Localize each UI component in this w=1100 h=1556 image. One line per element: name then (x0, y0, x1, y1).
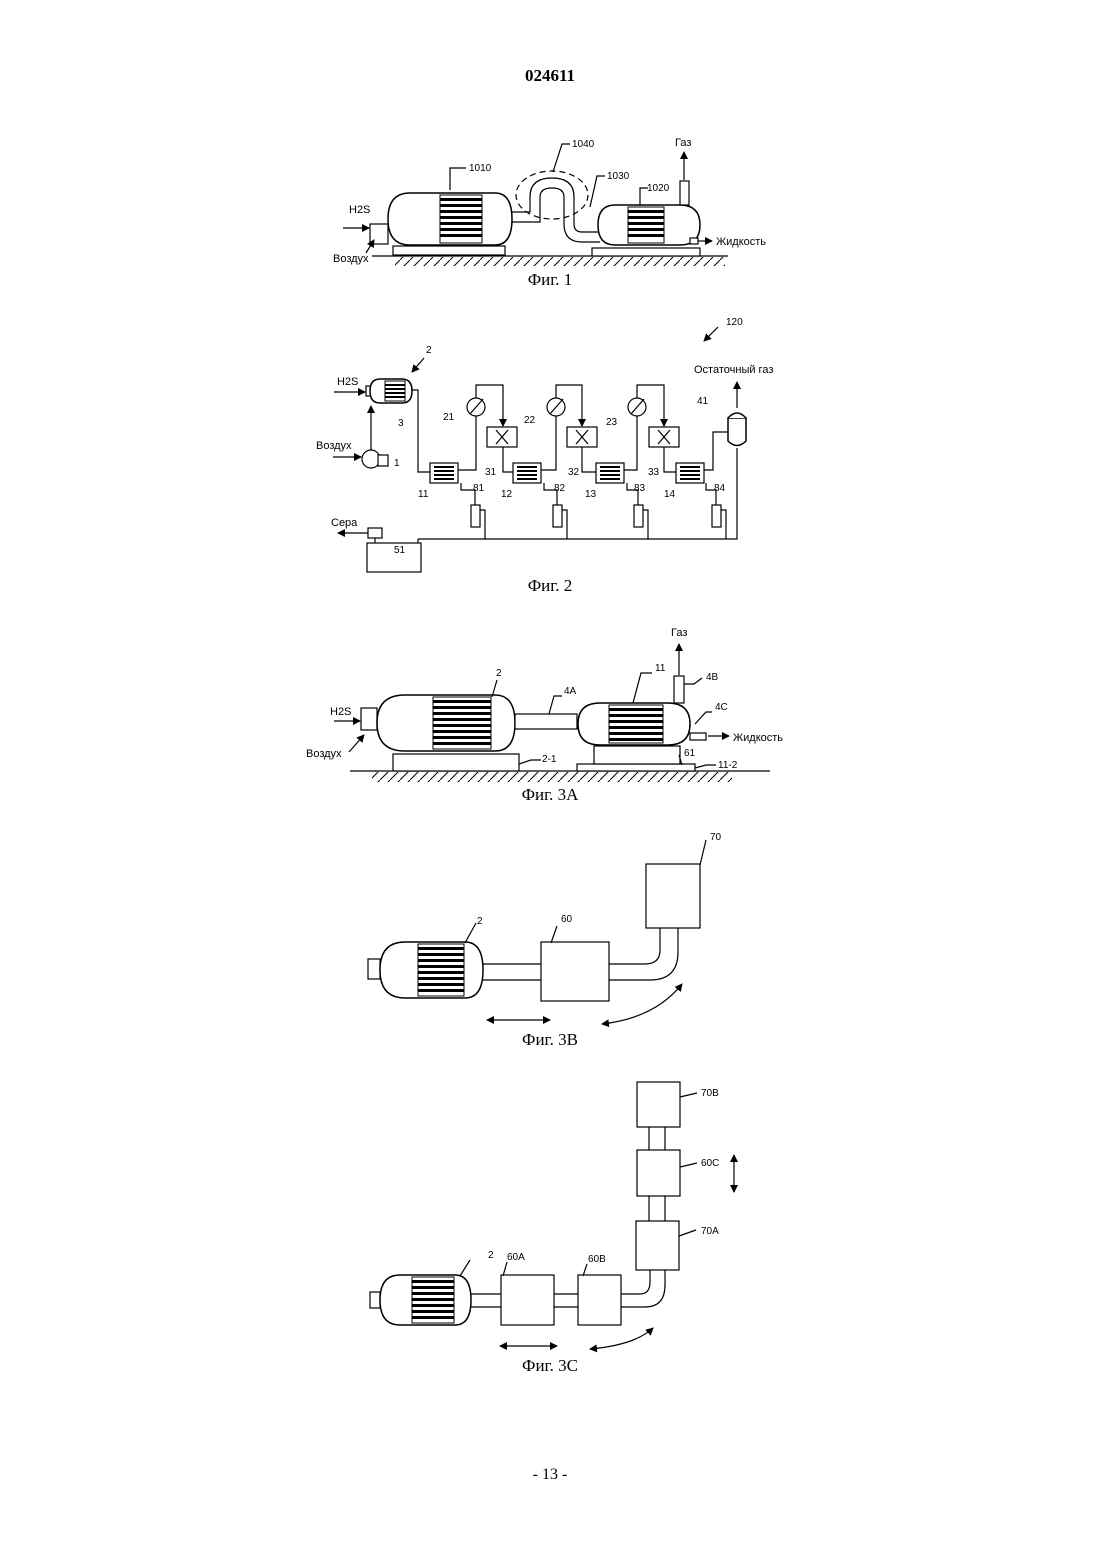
fig3c-ref-2: 2 (488, 1250, 494, 1261)
fig3a-ref-2-1: 2-1 (542, 754, 557, 765)
fig1-ref-1030: 1030 (607, 171, 630, 182)
vessel-1010-tube-bundle (440, 195, 482, 243)
condenser-13 (596, 463, 624, 483)
fig3a-liquid-label: Жидкость (733, 732, 783, 744)
fig3a-ref-2: 2 (496, 668, 502, 679)
block-60c (637, 1150, 680, 1196)
fig2-ref-33: 33 (648, 467, 660, 478)
vessel-1020-tube-bundle (628, 207, 664, 243)
fig3a-ref-11-2: 11-2 (718, 760, 738, 771)
fig2-ref-84: 84 (714, 483, 726, 494)
fig1-air-label: Воздух (333, 253, 369, 265)
fig2-ref-120: 120 (726, 317, 743, 328)
condenser-14 (676, 463, 704, 483)
fig2-ref-14: 14 (664, 489, 676, 500)
fig2-ref-41: 41 (697, 396, 709, 407)
condenser-11 (430, 463, 458, 483)
fig3b-ref-2: 2 (477, 916, 483, 927)
fig2-ref-22: 22 (524, 415, 536, 426)
fig2-ref-3: 3 (398, 418, 404, 429)
figure-1: H2S Воздух Газ Жидкость 1010 1040 1030 1… (333, 137, 766, 289)
fig3a-gas-label: Газ (671, 627, 687, 639)
fig3b-caption: Фиг. 3В (522, 1030, 578, 1049)
fig3c-ref-60a: 60A (507, 1252, 525, 1263)
fig3a-h2s-label: H2S (330, 706, 351, 718)
fig3a-caption: Фиг. 3А (522, 785, 580, 804)
fig3a-air-label: Воздух (306, 748, 342, 760)
fig2-sulfur-label: Сера (331, 517, 358, 529)
figure-3b: 2 60 70 Фиг. 3В (368, 832, 722, 1049)
condenser-12 (513, 463, 541, 483)
fig2-ref-23: 23 (606, 417, 618, 428)
fig1-ref-1040: 1040 (572, 139, 595, 150)
fig2-ref-82: 82 (554, 483, 566, 494)
block-60b (578, 1275, 621, 1325)
fig3c-ref-70a: 70A (701, 1226, 719, 1237)
fig3a-ref-61: 61 (684, 748, 696, 759)
fig3c-ref-70b: 70B (701, 1088, 719, 1099)
fig2-air-label: Воздух (316, 440, 352, 452)
figure-3c: 2 60A 60B 70A 60C 70B Фиг. 3С (370, 1082, 734, 1375)
fig2-ref-2: 2 (426, 345, 432, 356)
vessel-2-tube-bundle (433, 697, 491, 749)
fig1-gas-label: Газ (675, 137, 691, 149)
fig3a-ref-11: 11 (655, 663, 666, 674)
block-60a (501, 1275, 554, 1325)
fig3b-ref-70: 70 (710, 832, 722, 843)
block-70a (636, 1221, 679, 1270)
fig2-ref-11: 11 (418, 489, 429, 500)
fig1-ref-1020: 1020 (647, 183, 670, 194)
fig1-liquid-label: Жидкость (716, 236, 766, 248)
fig2-ref-51: 51 (394, 545, 406, 556)
fig2-ref-12: 12 (501, 489, 513, 500)
fig1-h2s-label: H2S (349, 204, 370, 216)
fig3a-ref-4c: 4C (715, 702, 728, 713)
figure-3a: H2S Воздух Газ Жидкость 2 4A 11 4B 4C 61… (306, 627, 783, 804)
fig3c-ref-60b: 60B (588, 1254, 606, 1265)
fig3c-caption: Фиг. 3С (522, 1356, 578, 1375)
block-60 (541, 942, 609, 1001)
fig1-ref-1010: 1010 (469, 163, 492, 174)
fig2-ref-1: 1 (394, 458, 400, 469)
fig3a-ref-4b: 4B (706, 672, 719, 683)
fig3b-ref-60: 60 (561, 914, 573, 925)
page-number: - 13 - (0, 1466, 1100, 1484)
vessel-2-tube-bundle (418, 944, 464, 996)
fig2-ref-21: 21 (443, 412, 455, 423)
block-70 (646, 864, 700, 928)
fig3a-ref-4a: 4A (564, 686, 577, 697)
vessel-2-tube-bundle (412, 1277, 454, 1323)
vessel-11-tube-bundle (609, 705, 663, 743)
figure-2: H2S Воздух Остаточный газ Сера 120 2 3 1… (316, 317, 773, 595)
fig2-ref-83: 83 (634, 483, 646, 494)
fig2-h2s-label: H2S (337, 376, 358, 388)
fig2-ref-31: 31 (485, 467, 497, 478)
fig2-caption: Фиг. 2 (528, 576, 573, 595)
fig2-ref-32: 32 (568, 467, 580, 478)
fig2-tail-gas-label: Остаточный газ (694, 364, 773, 376)
fig2-ref-81: 81 (473, 483, 485, 494)
block-70b (637, 1082, 680, 1127)
fig2-ref-13: 13 (585, 489, 597, 500)
fig3c-ref-60c: 60C (701, 1158, 719, 1169)
fig1-caption: Фиг. 1 (528, 270, 573, 289)
